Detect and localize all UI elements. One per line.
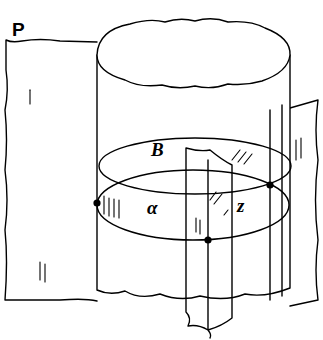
tangent-plane-left	[5, 40, 97, 302]
cylinder-top	[97, 19, 290, 88]
hatching	[30, 90, 301, 282]
cylinder-body	[97, 55, 290, 299]
axial-line	[207, 160, 208, 240]
section-label: α	[146, 198, 159, 217]
plane-label: P	[11, 20, 26, 39]
tangent-plane-right	[290, 100, 318, 306]
section-label: B	[150, 140, 165, 159]
lower-section	[97, 170, 289, 240]
upper-section	[99, 138, 291, 194]
inner-plane-edges	[270, 105, 282, 300]
axial-plane	[186, 148, 232, 338]
tangent-points	[93, 181, 273, 243]
line-label: z	[236, 196, 245, 215]
